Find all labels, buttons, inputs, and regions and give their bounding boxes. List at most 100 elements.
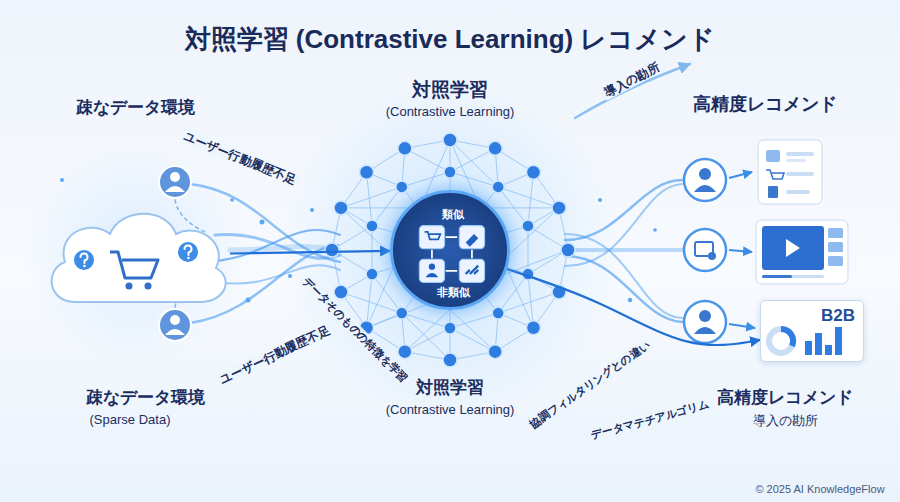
flow-connector bbox=[230, 251, 390, 254]
neural-network bbox=[522, 220, 534, 232]
data-cloud: 疎なデータ環境 bbox=[40, 200, 230, 310]
data-cloud-shape bbox=[110, 252, 158, 278]
neural-network bbox=[450, 313, 498, 328]
flow-connector bbox=[507, 269, 760, 345]
flow-label: 導入の勘所 bbox=[599, 58, 664, 102]
neural-network bbox=[367, 172, 372, 226]
video-panel bbox=[786, 239, 800, 257]
heading-label: 疎なデータ環境 bbox=[86, 388, 205, 408]
neural-network bbox=[444, 166, 456, 178]
neural-network bbox=[396, 181, 408, 193]
background-glow bbox=[25, 145, 245, 365]
neural-network bbox=[526, 321, 540, 335]
user-icon-left bbox=[165, 186, 185, 192]
neural-network bbox=[552, 201, 566, 215]
right-flow-lines bbox=[565, 64, 690, 322]
video-panel bbox=[828, 242, 843, 252]
heading-label: 対照学習 bbox=[416, 378, 484, 398]
contrastive-core-shape bbox=[459, 226, 484, 249]
contrastive-core-shape bbox=[426, 273, 439, 277]
neural-network bbox=[360, 165, 374, 179]
panel-label: B2B bbox=[821, 306, 855, 326]
user-icon-left bbox=[170, 315, 180, 325]
video-panel bbox=[762, 275, 792, 278]
shop-panel bbox=[786, 172, 814, 176]
sparkle-dots bbox=[60, 178, 64, 182]
right-flow-lines bbox=[565, 248, 682, 252]
user-icon-left bbox=[165, 329, 185, 335]
sparkle-dots bbox=[260, 220, 265, 225]
neural-network bbox=[498, 274, 528, 313]
b2b-panel-shape bbox=[815, 333, 822, 355]
shop-panel bbox=[786, 190, 810, 194]
panel-arrows bbox=[729, 172, 752, 178]
neural-network bbox=[488, 141, 502, 155]
b2b-panel-shape bbox=[835, 327, 842, 355]
data-cloud-shape bbox=[185, 246, 192, 255]
neural-network bbox=[492, 181, 504, 193]
video-panel bbox=[828, 228, 843, 238]
contrastive-core: 類似非類似 bbox=[390, 190, 510, 310]
sparkle-dots bbox=[653, 228, 657, 232]
neural-network bbox=[372, 226, 373, 274]
section-heading: 疎なデータ環境 bbox=[10, 96, 260, 119]
contrastive-core-shape bbox=[466, 266, 479, 274]
left-flow-lines bbox=[215, 265, 340, 283]
neural-network bbox=[492, 307, 504, 319]
neural-network bbox=[498, 187, 559, 208]
neural-network bbox=[498, 187, 528, 226]
title: 対照学習 (Contrastive Learning) レコメンド bbox=[0, 24, 900, 55]
shop-panel bbox=[786, 159, 806, 162]
data-cloud-shape bbox=[126, 283, 133, 290]
user-icon-right bbox=[684, 159, 726, 201]
neural-network bbox=[325, 243, 339, 257]
user-icon-right bbox=[699, 168, 711, 180]
contrastive-core-shape bbox=[432, 237, 472, 271]
heading-label: 高精度レコメンド bbox=[693, 94, 837, 116]
video-panel bbox=[762, 226, 824, 270]
user-icon-right bbox=[684, 229, 726, 271]
data-cloud-shape bbox=[52, 214, 226, 302]
neural-network bbox=[334, 201, 348, 215]
data-cloud-shape bbox=[40, 200, 230, 310]
sparkle-dots bbox=[628, 298, 632, 302]
sparkle-dots bbox=[598, 198, 602, 202]
sparkle-dots bbox=[288, 274, 292, 278]
heading-label: (Sparse Data) bbox=[90, 412, 171, 428]
panel-arrows bbox=[729, 324, 755, 328]
heading-label: (Contrastive Learning) bbox=[386, 104, 515, 120]
user-icon-right bbox=[684, 159, 726, 343]
b2b-panel: B2B bbox=[760, 300, 864, 362]
contrastive-core-shape bbox=[459, 259, 484, 282]
heading-label: 高精度レコメンド bbox=[717, 388, 853, 408]
user-icon-left bbox=[159, 309, 191, 341]
panel-arrows bbox=[729, 172, 755, 328]
neural-network bbox=[341, 187, 402, 208]
user-icon-right bbox=[694, 327, 716, 334]
shop-panel bbox=[766, 170, 784, 179]
user-icon-right bbox=[699, 310, 711, 322]
core-label: 非類似 bbox=[393, 285, 513, 300]
b2b-panel-shape bbox=[825, 345, 832, 355]
copyright-note: © 2025 AI KnowledgeFlow bbox=[755, 483, 884, 496]
data-cloud-shape bbox=[74, 250, 94, 270]
video-panel bbox=[762, 275, 824, 278]
shop-panel bbox=[766, 150, 780, 162]
shop-panel bbox=[768, 186, 778, 198]
neural-network bbox=[402, 313, 450, 328]
shop-panel bbox=[758, 140, 822, 204]
background-glow bbox=[280, 80, 620, 420]
neural-network bbox=[498, 292, 559, 313]
neural-network bbox=[341, 292, 402, 313]
neural-network bbox=[396, 307, 408, 319]
neural-network bbox=[450, 172, 498, 187]
heading-label: 導入の勘所 bbox=[753, 413, 818, 429]
user-icon-right bbox=[708, 252, 716, 260]
panel-arrows bbox=[729, 250, 752, 252]
neural-network bbox=[398, 345, 412, 359]
left-flow-lines bbox=[215, 235, 340, 259]
right-flow-lines bbox=[565, 234, 682, 318]
video-panel bbox=[756, 220, 848, 284]
neural-network bbox=[443, 133, 457, 147]
neural-network bbox=[334, 285, 348, 299]
